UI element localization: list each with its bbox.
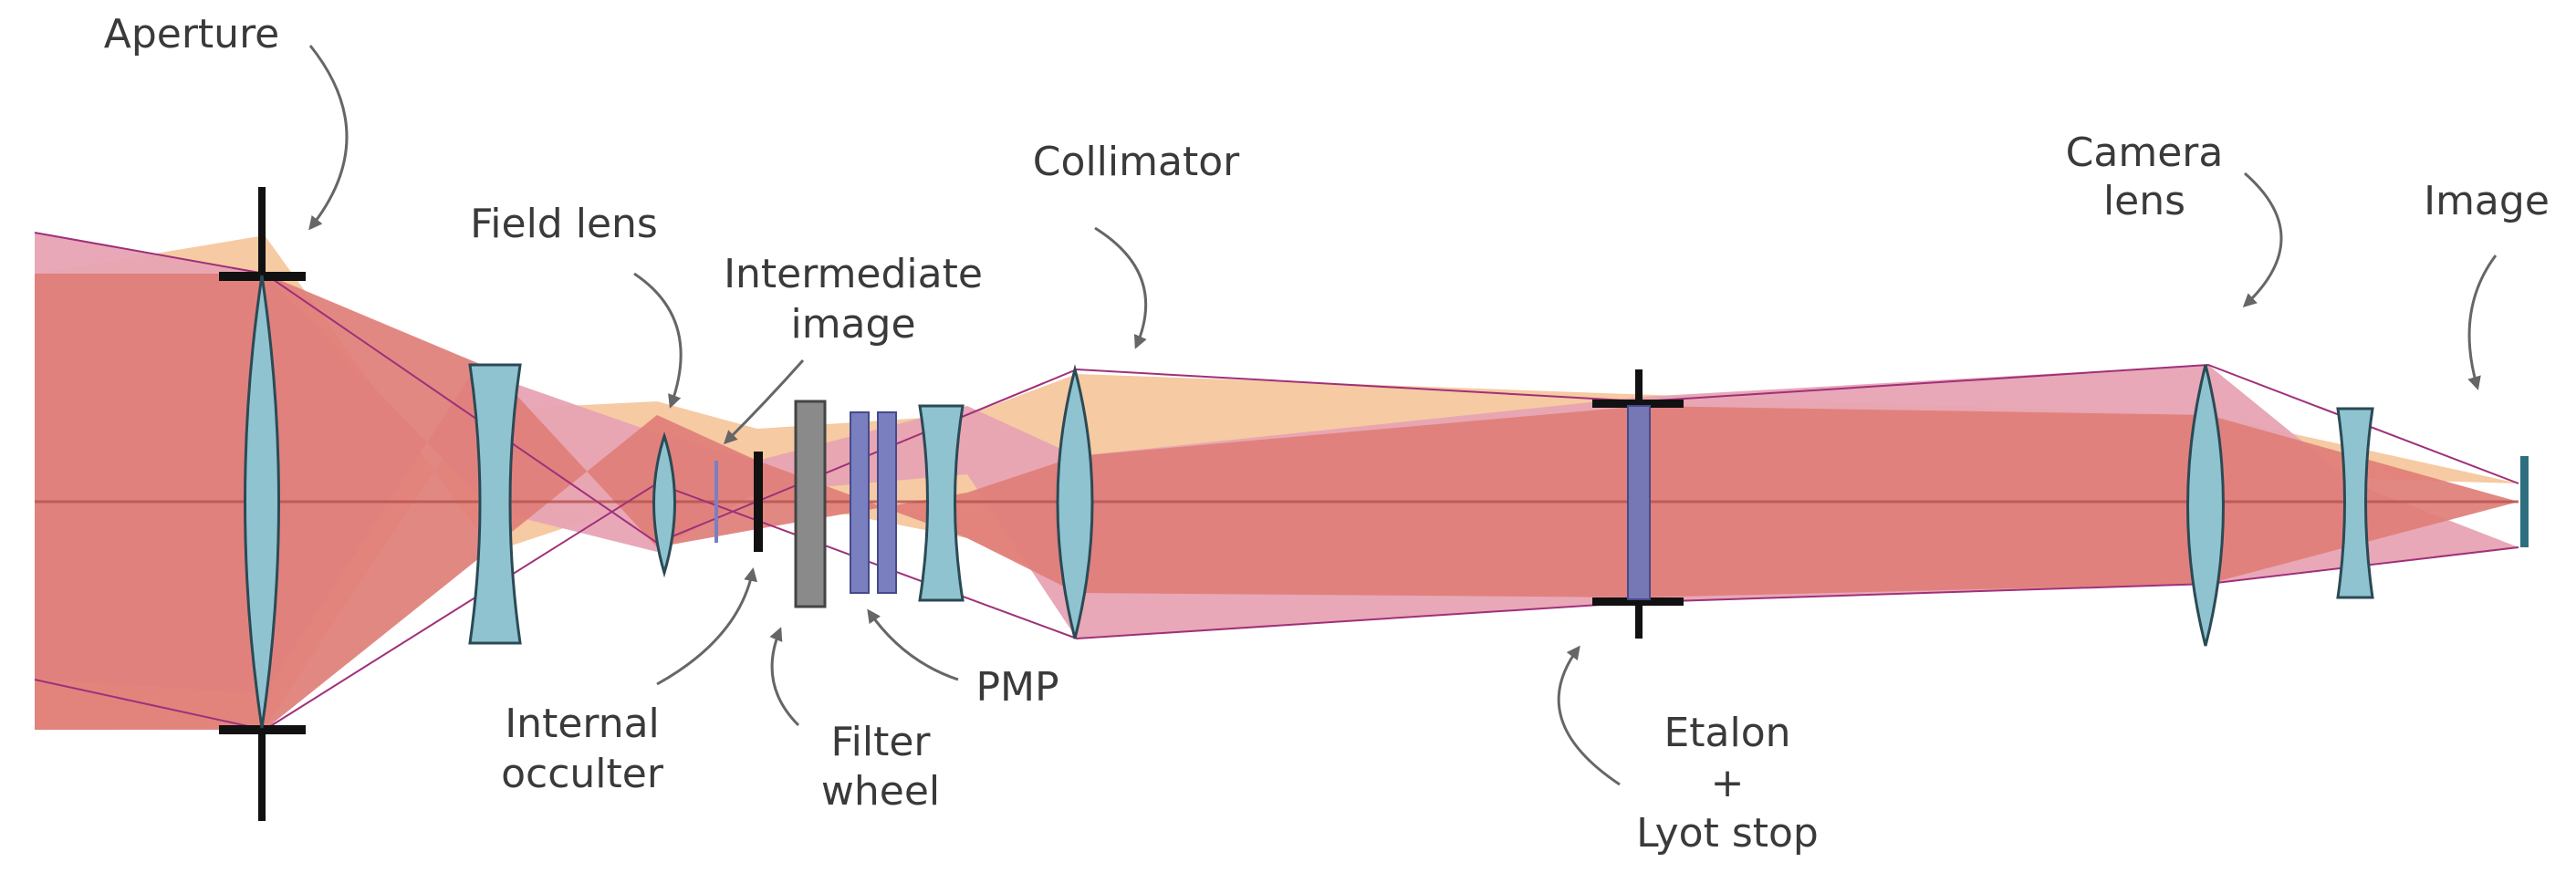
internal-occulter [754, 452, 763, 552]
pmp-arrow [867, 608, 959, 681]
label-etalon-line-3: Lyot stop [1636, 810, 1819, 857]
image-detector [2520, 456, 2529, 547]
labels: Aperture Field lens Intermediate image C… [104, 11, 2550, 857]
internal-occulter-arrow [656, 567, 757, 686]
label-etalon-line-2: + [1711, 760, 1745, 806]
label-etalon-line-1: Etalon [1663, 710, 1790, 756]
field-lens [652, 431, 676, 578]
label-intermediate-image-line-1: Intermediate [724, 251, 983, 297]
field-lens-arrow [633, 272, 683, 409]
pmp-plate-1 [850, 411, 870, 594]
aperture-lens [244, 275, 280, 729]
collimator-lens [1056, 364, 1094, 639]
image-arrow [2467, 255, 2498, 390]
negative-lens-3 [2336, 407, 2374, 599]
camera-lens-arrow [2242, 171, 2283, 308]
label-field-lens: Field lens [470, 201, 658, 247]
negative-lens-1 [468, 363, 522, 645]
label-collimator: Collimator [1033, 139, 1240, 185]
light-beams [34, 232, 2519, 732]
negative-lens-2 [918, 404, 965, 602]
label-internal-occulter-line-2: occulter [501, 751, 664, 797]
label-filter-wheel-line-2: wheel [821, 768, 940, 815]
filter-wheel [794, 400, 827, 608]
etalon-arrow [1557, 645, 1621, 786]
filter-wheel-arrow [769, 627, 800, 727]
label-filter-wheel-line-1: Filter [831, 719, 932, 765]
label-pmp: PMP [975, 664, 1059, 711]
pmp-plate-2 [877, 411, 897, 594]
etalon-lyot-stop [1592, 369, 1684, 639]
label-aperture: Aperture [104, 11, 280, 57]
label-camera-lens-line-1: Camera [2066, 130, 2224, 176]
label-intermediate-image-line-2: image [790, 301, 915, 348]
camera-lens [2186, 364, 2225, 647]
intermediate-image-arrow [723, 359, 805, 445]
label-internal-occulter-line-1: Internal [505, 701, 660, 747]
intermediate-image-plane [714, 461, 718, 543]
callout-arrows [308, 45, 2498, 786]
collimator-arrow [1094, 226, 1148, 349]
label-camera-lens-line-2: lens [2103, 178, 2185, 224]
label-image: Image [2424, 178, 2550, 224]
etalon [1627, 405, 1651, 600]
aperture-arrow [308, 45, 349, 231]
